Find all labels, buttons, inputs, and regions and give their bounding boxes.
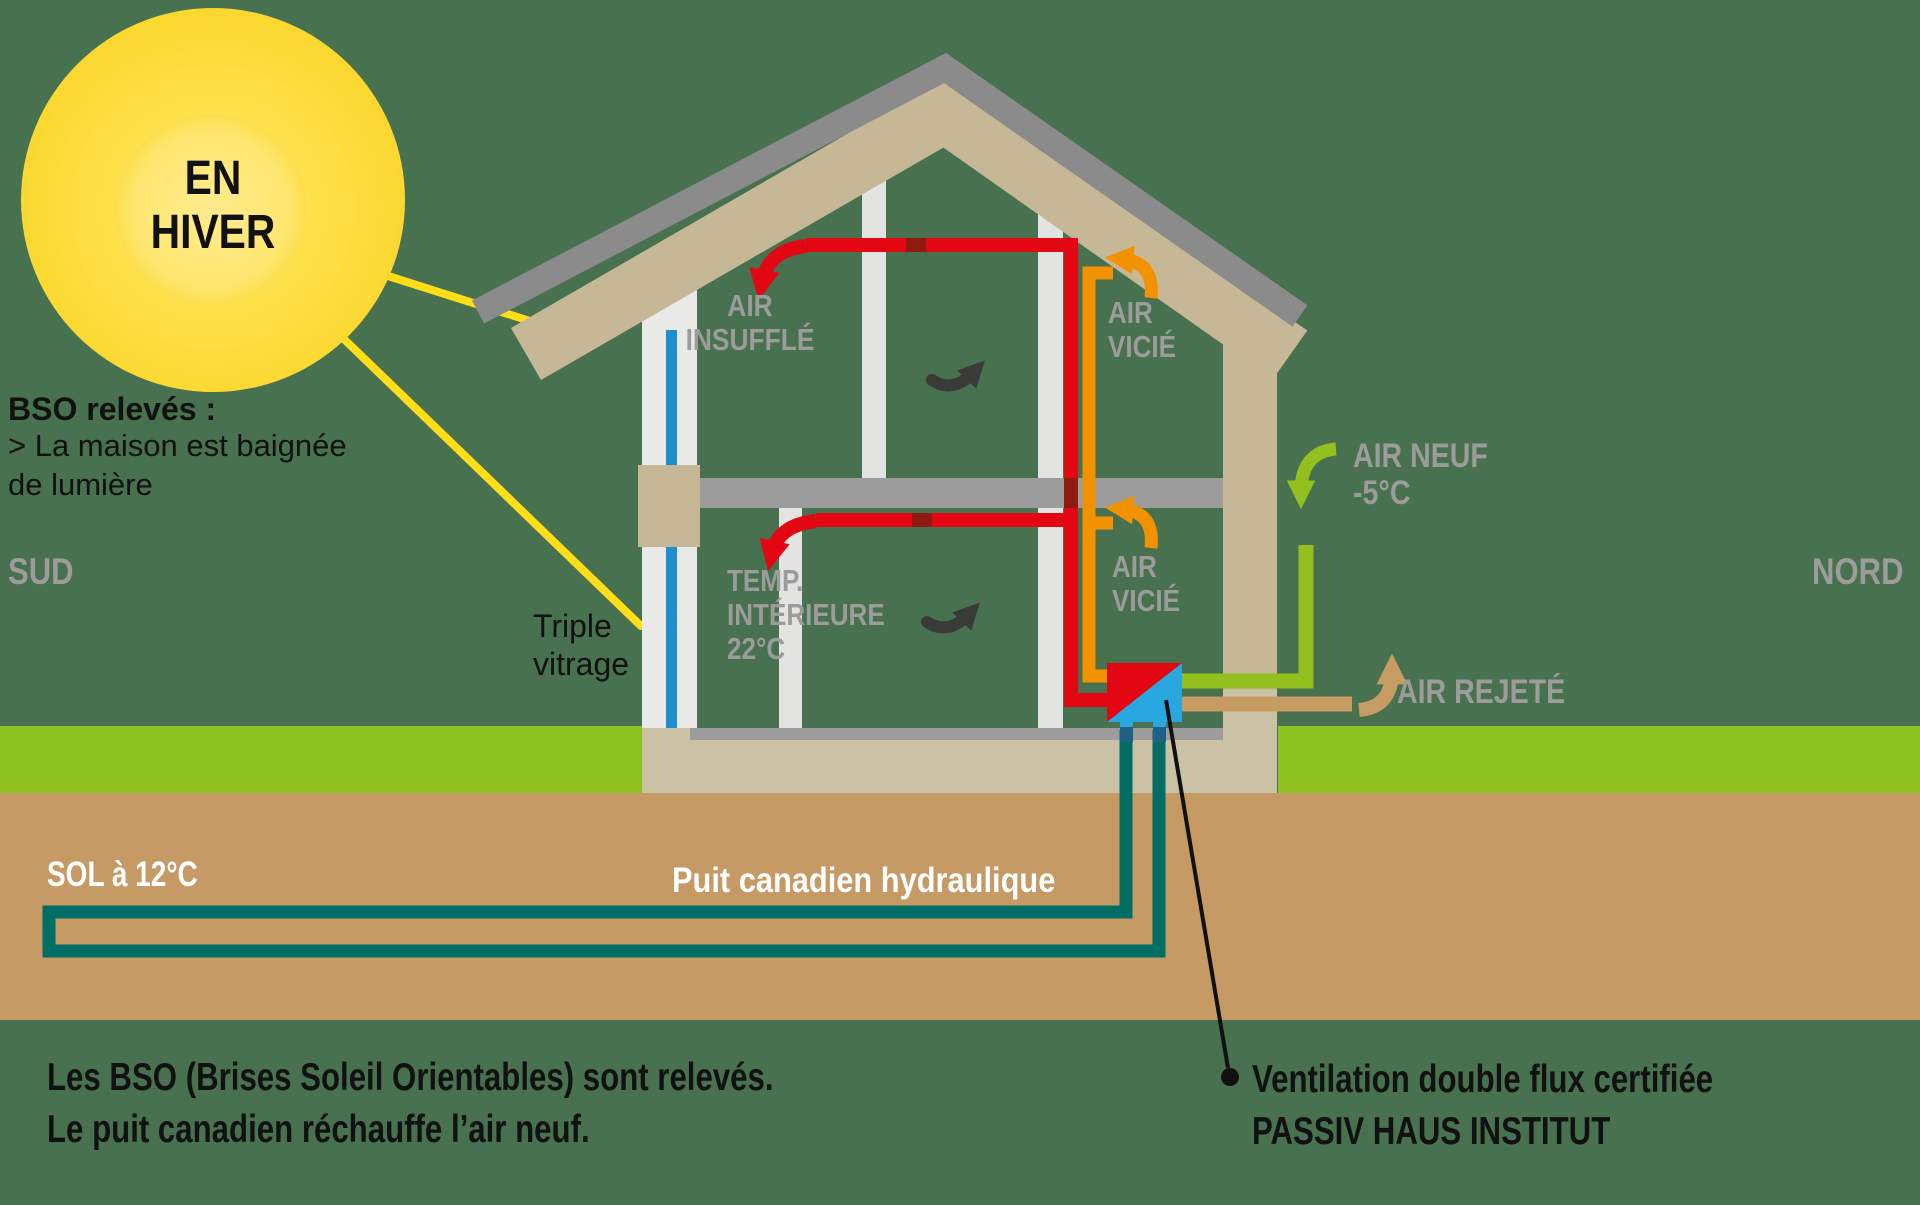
pointer-bullet	[1221, 1068, 1239, 1086]
triple-glazing-window-lower	[666, 547, 677, 728]
grass-left	[0, 726, 642, 793]
fresh-air-arrow	[1286, 442, 1337, 510]
sun-ray-lower	[284, 281, 645, 630]
sol-label: SOL à 12°C	[47, 855, 198, 894]
puit-canadien-label: Puit canadien hydraulique	[672, 861, 1056, 900]
pointer-line	[1164, 699, 1230, 1069]
compass-south: SUD	[8, 551, 74, 592]
ground-floor-slab	[690, 728, 1223, 740]
bso-note: > La maison est baignée de lumière	[8, 428, 347, 503]
ground-loop-pipe	[42, 730, 1166, 958]
exhaust-air-arrow	[1357, 653, 1408, 717]
air-insuffle-label: AIR INSUFFLÉ	[685, 288, 815, 358]
ventilation-caption: Ventilation double flux certifiée PASSIV…	[1252, 1058, 1714, 1153]
air-vicie-upper-label: AIR VICIÉ	[1108, 295, 1177, 365]
airflow-swoosh-icon-lower	[921, 602, 980, 634]
triple-glazing-window-upper	[666, 330, 677, 465]
roof-insulation	[510, 76, 1308, 380]
season-title: EN HIVER	[150, 152, 276, 259]
air-vicie-lower-label: AIR VICIÉ	[1112, 549, 1181, 619]
post-lower-right	[1038, 508, 1063, 728]
supply-pipe-joint-lower	[912, 513, 932, 527]
sun-core	[115, 114, 307, 306]
loop-slab-crossing-right	[1153, 727, 1166, 742]
airflow-swoosh-icon-upper	[926, 360, 985, 392]
post-upper-right	[1038, 195, 1063, 478]
loop-slab-crossing-left	[1120, 727, 1133, 742]
middle-floor-slab	[650, 478, 1228, 508]
supply-air-arrow-lower	[759, 514, 817, 572]
extract-air-arrow-upper	[1104, 245, 1158, 299]
post-upper-left	[862, 165, 886, 478]
triple-glazing-label: Triple vitrage	[533, 608, 630, 683]
supply-pipe-joint-upper	[906, 238, 926, 252]
footnote-left: Les BSO (Brises Soleil Orientables) sont…	[47, 1056, 774, 1151]
roof-edge	[471, 52, 1308, 327]
supply-air-pipe	[806, 238, 1107, 707]
bso-title: BSO relevés :	[8, 391, 217, 427]
compass-north: NORD	[1812, 551, 1904, 592]
south-wall-spandrel	[638, 465, 700, 547]
heat-exchanger-cold-side	[1107, 663, 1182, 722]
supply-pipe-slab-crossing	[1064, 478, 1078, 508]
grass-right	[1278, 726, 1920, 793]
temp-interieure-label: TEMP. INTÉRIEURE 22°C	[727, 563, 885, 667]
extract-air-pipe	[1082, 266, 1113, 683]
air-neuf-label: AIR NEUF -5°C	[1353, 437, 1488, 513]
fresh-air-pipe	[1182, 545, 1314, 689]
extract-air-arrow-lower	[1104, 495, 1158, 549]
supply-air-arrow-upper	[749, 239, 807, 301]
air-rejete-label: AIR REJETÉ	[1397, 673, 1566, 711]
